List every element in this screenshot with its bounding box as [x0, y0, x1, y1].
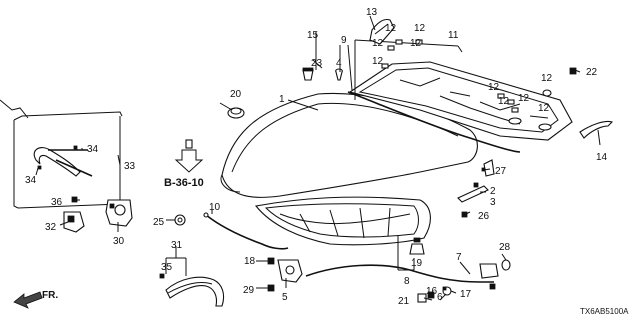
- callout-12a: 12: [385, 23, 397, 34]
- cowl-top-panel: [348, 61, 573, 141]
- hood-inner-frame: [254, 196, 431, 246]
- callout-32: 32: [45, 222, 57, 233]
- callout-13: 13: [366, 7, 378, 18]
- callout-12b: 12: [414, 23, 426, 34]
- callout-11: 11: [448, 30, 459, 41]
- reference-arrow: [174, 139, 204, 173]
- callout-5: 5: [282, 292, 288, 303]
- callout-36: 36: [51, 197, 63, 208]
- callout-23: 23: [311, 58, 323, 69]
- callout-34b: 34: [25, 175, 37, 186]
- callout-labels: 1 2 3 4 5 6 7 8 9 10 11 12 12 12 12 12 1…: [25, 7, 608, 307]
- callout-19: 19: [411, 258, 423, 269]
- callout-12g: 12: [541, 73, 553, 84]
- callout-15: 15: [307, 30, 319, 41]
- callout-30: 30: [113, 236, 125, 247]
- callout-3: 3: [490, 197, 496, 208]
- callout-12d: 12: [410, 38, 422, 49]
- callout-14: 14: [596, 152, 608, 163]
- cable-8-19: [305, 237, 499, 290]
- callout-10: 10: [209, 202, 221, 213]
- callout-12e: 12: [372, 56, 384, 67]
- callout-35: 35: [161, 262, 173, 273]
- callout-20: 20: [230, 89, 242, 100]
- callout-1: 1: [279, 94, 285, 105]
- callout-12i: 12: [518, 93, 530, 104]
- leader-lines: [35, 15, 601, 301]
- latch-assembly: [63, 196, 133, 233]
- callout-18: 18: [244, 256, 256, 267]
- side-seal-14: [579, 120, 614, 139]
- grommet-20: [227, 107, 245, 119]
- callout-8: 8: [404, 276, 410, 287]
- callout-22: 22: [586, 67, 598, 78]
- hood-latch-18-5: [267, 257, 303, 292]
- callout-12c: 12: [372, 38, 384, 49]
- diagram-code: TX6AB5100A: [580, 307, 629, 316]
- bolt-25: [174, 214, 186, 226]
- callout-12j: 12: [538, 103, 550, 114]
- callout-12f: 12: [488, 82, 500, 93]
- callout-34a: 34: [87, 144, 99, 155]
- release-cable-group: [0, 99, 123, 209]
- callout-7: 7: [456, 252, 462, 263]
- callout-12h: 12: [498, 96, 510, 107]
- grommet-group: [302, 67, 343, 81]
- weatherstrip-31: [159, 273, 225, 307]
- front-direction-arrow: [13, 291, 43, 309]
- callout-21: 21: [398, 296, 410, 307]
- hood-seal-13: [369, 18, 395, 45]
- callout-6: 6: [437, 292, 443, 303]
- callout-33: 33: [124, 161, 136, 172]
- callout-16: 16: [426, 286, 438, 297]
- front-label: FR.: [42, 290, 58, 301]
- callout-17: 17: [460, 289, 472, 300]
- hood-stay-bracket: [457, 159, 495, 218]
- cable-10: [205, 214, 289, 250]
- callout-27: 27: [495, 166, 507, 177]
- callout-28: 28: [499, 242, 511, 253]
- callout-31: 31: [171, 240, 183, 251]
- callout-26: 26: [478, 211, 490, 222]
- callout-2: 2: [490, 186, 496, 197]
- cowl-seal-strip: [347, 91, 521, 153]
- reference-label: B-36-10: [164, 177, 204, 189]
- callout-29: 29: [243, 285, 255, 296]
- callout-9: 9: [341, 35, 347, 46]
- callout-4: 4: [336, 58, 342, 69]
- clip-12-group: [381, 39, 552, 113]
- callout-25: 25: [153, 217, 165, 228]
- nut-22: [569, 67, 577, 75]
